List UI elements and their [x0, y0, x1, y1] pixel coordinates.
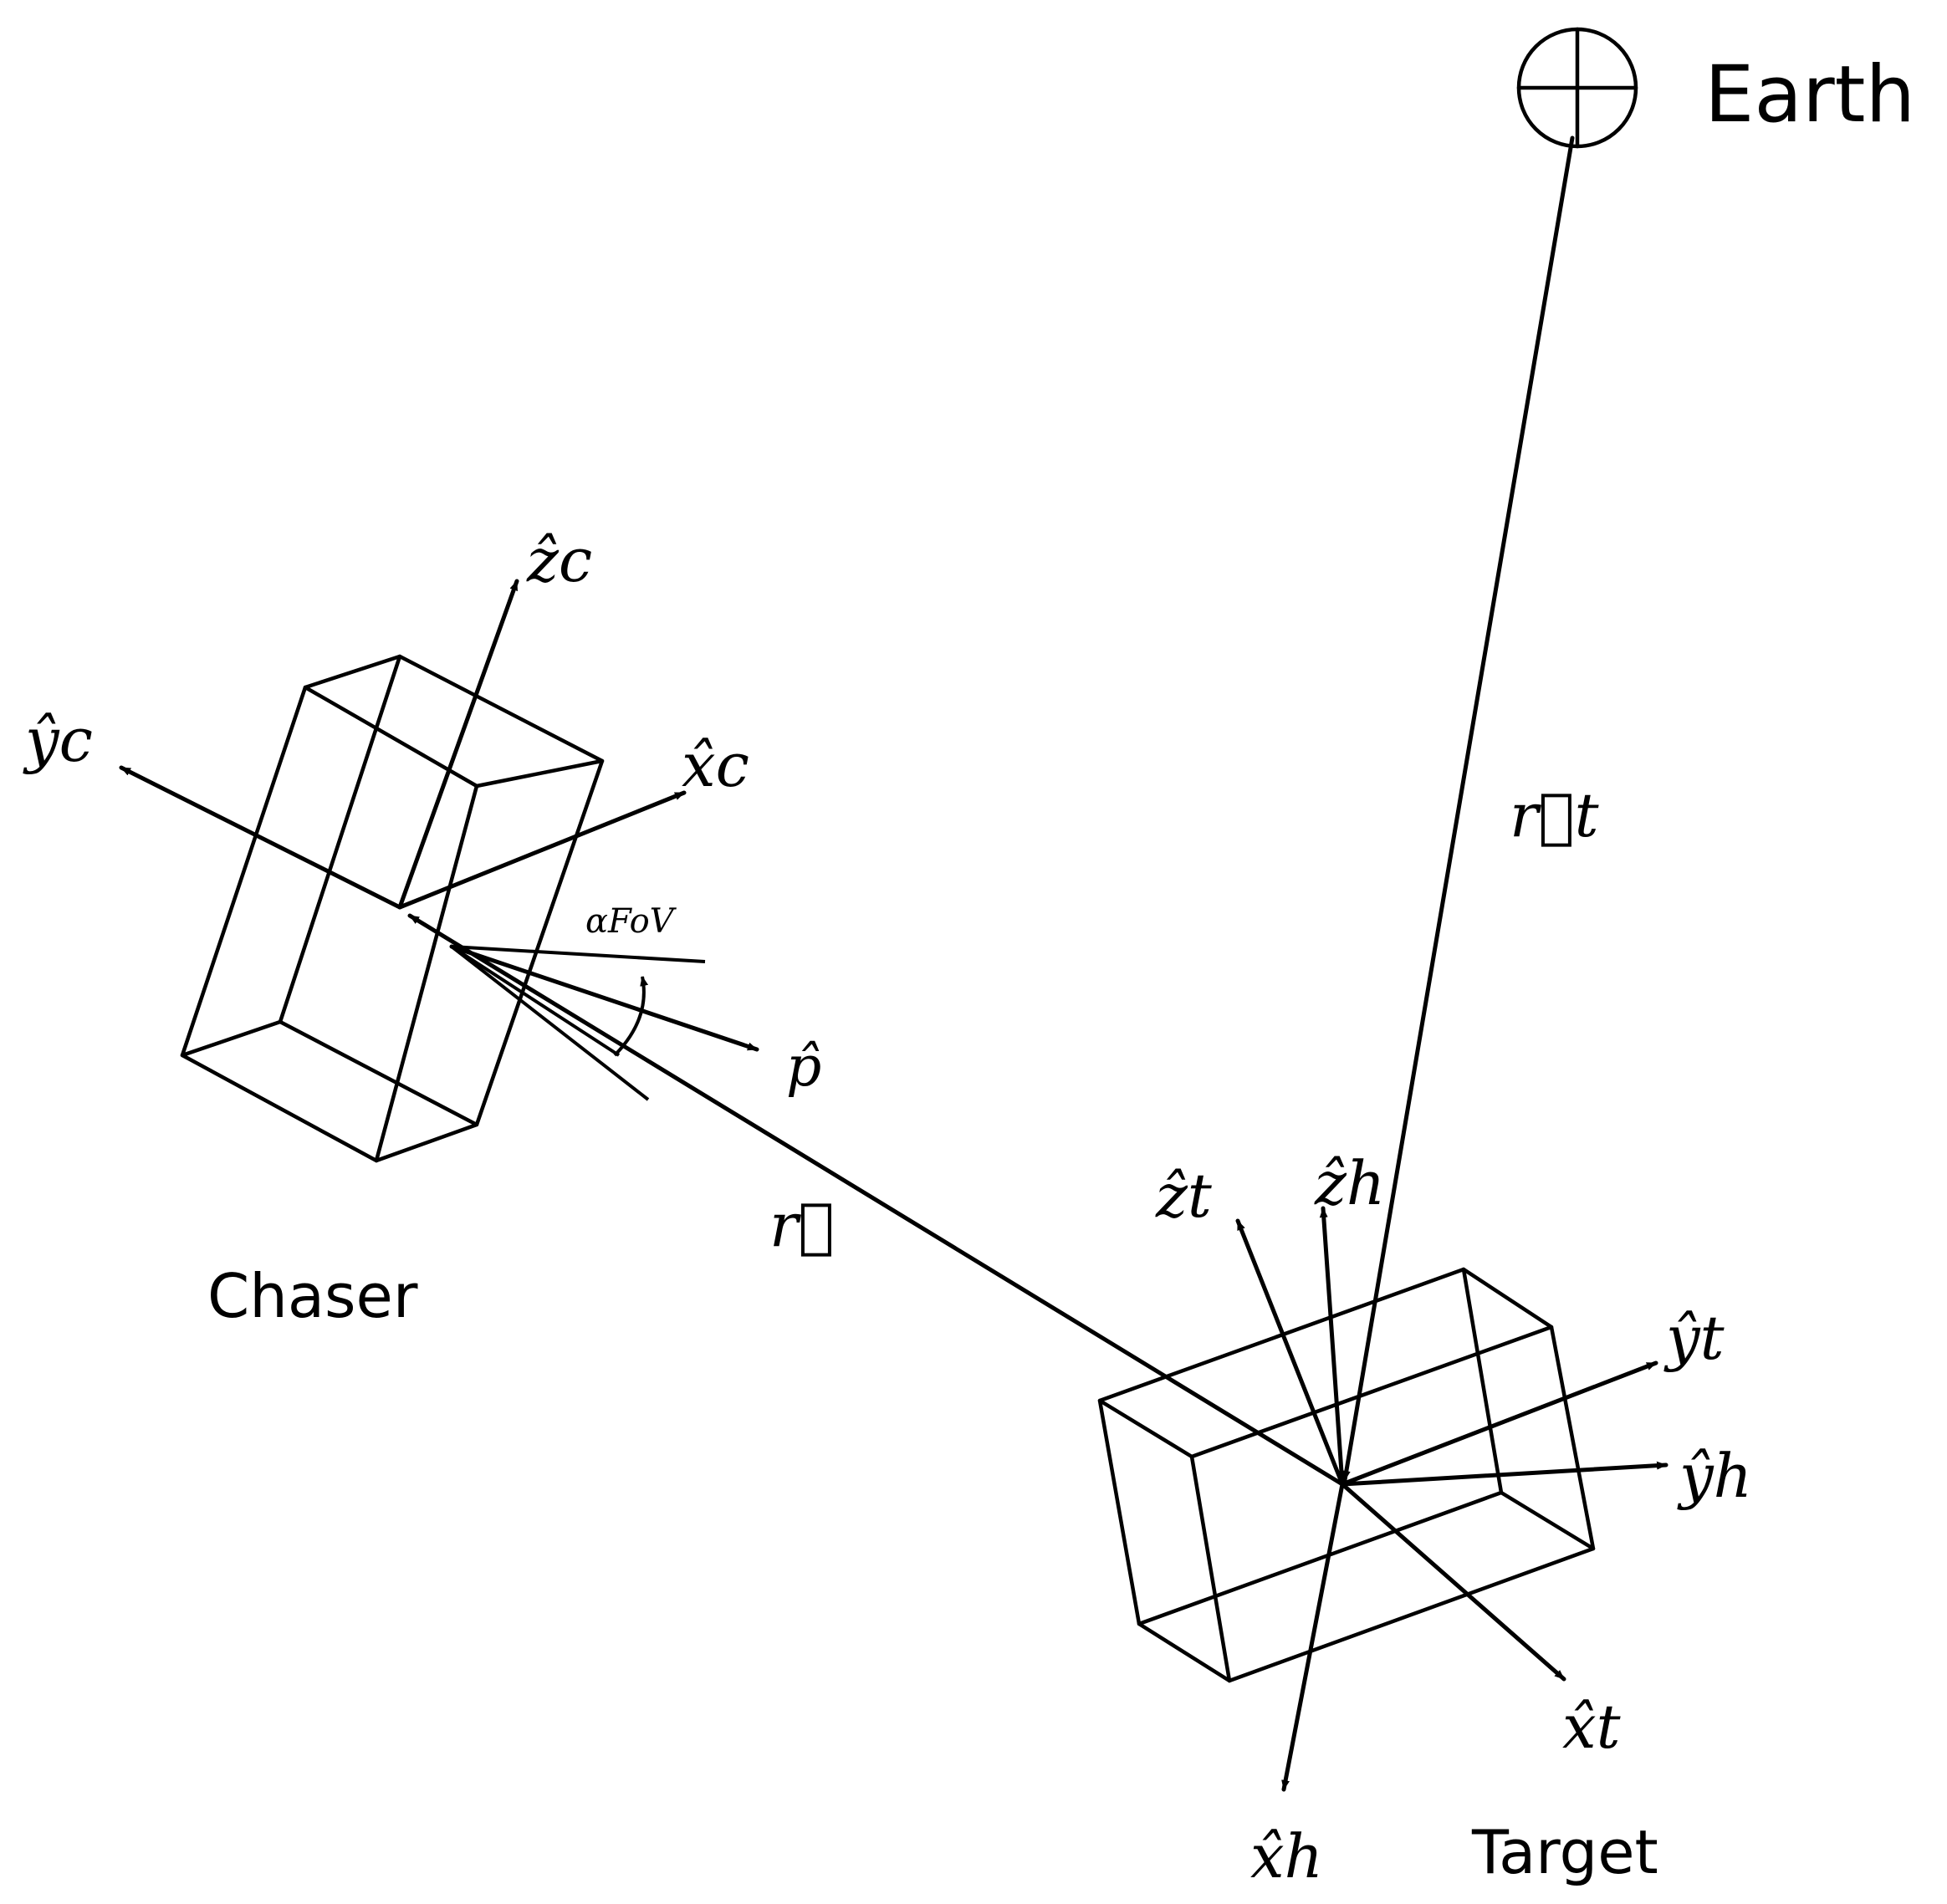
y-c-label: ŷc [23, 705, 93, 775]
r-t-vector [1341, 135, 1575, 1483]
earth-label: Earth [1704, 49, 1915, 140]
r-vector-label: r⃗ [769, 1190, 835, 1260]
fov-cone [450, 945, 706, 1101]
p-hat-axis [449, 944, 759, 1052]
z-c-axis [397, 579, 519, 910]
z-c-label: ẑc [526, 525, 592, 595]
earth-symbol [1516, 27, 1638, 149]
x-h-label: x̂h [1250, 1821, 1323, 1891]
y-h-label: ŷh [1677, 1441, 1752, 1511]
z-t-label: ẑt [1155, 1161, 1213, 1231]
z-t-axis [1235, 1218, 1345, 1487]
y-c-axis [119, 765, 402, 910]
x-c-label: x̂c [682, 730, 749, 800]
target-axes [1235, 1206, 1668, 1792]
z-h-label: ẑh [1314, 1148, 1385, 1218]
chaser-axes [119, 579, 759, 1052]
x-t-label: x̂t [1562, 1692, 1622, 1762]
chaser-label: Chaser [207, 1261, 418, 1331]
alpha-fov-label: αFoV [585, 902, 677, 941]
x-t-axis [1340, 1482, 1566, 1682]
x-h-axis [1281, 1482, 1345, 1792]
y-t-axis [1340, 1360, 1658, 1487]
chaser-box [180, 654, 605, 1163]
z-h-axis [1319, 1206, 1345, 1487]
y-t-label: ŷt [1663, 1303, 1725, 1373]
target-box [1097, 1267, 1596, 1683]
y-h-axis [1340, 1461, 1668, 1487]
r-vector [407, 913, 1345, 1487]
p-hat-label: p̂ [786, 1034, 821, 1099]
r-t-label: r⃗t [1510, 780, 1600, 850]
x-c-axis [397, 790, 687, 910]
target-label: Target [1471, 1817, 1658, 1887]
